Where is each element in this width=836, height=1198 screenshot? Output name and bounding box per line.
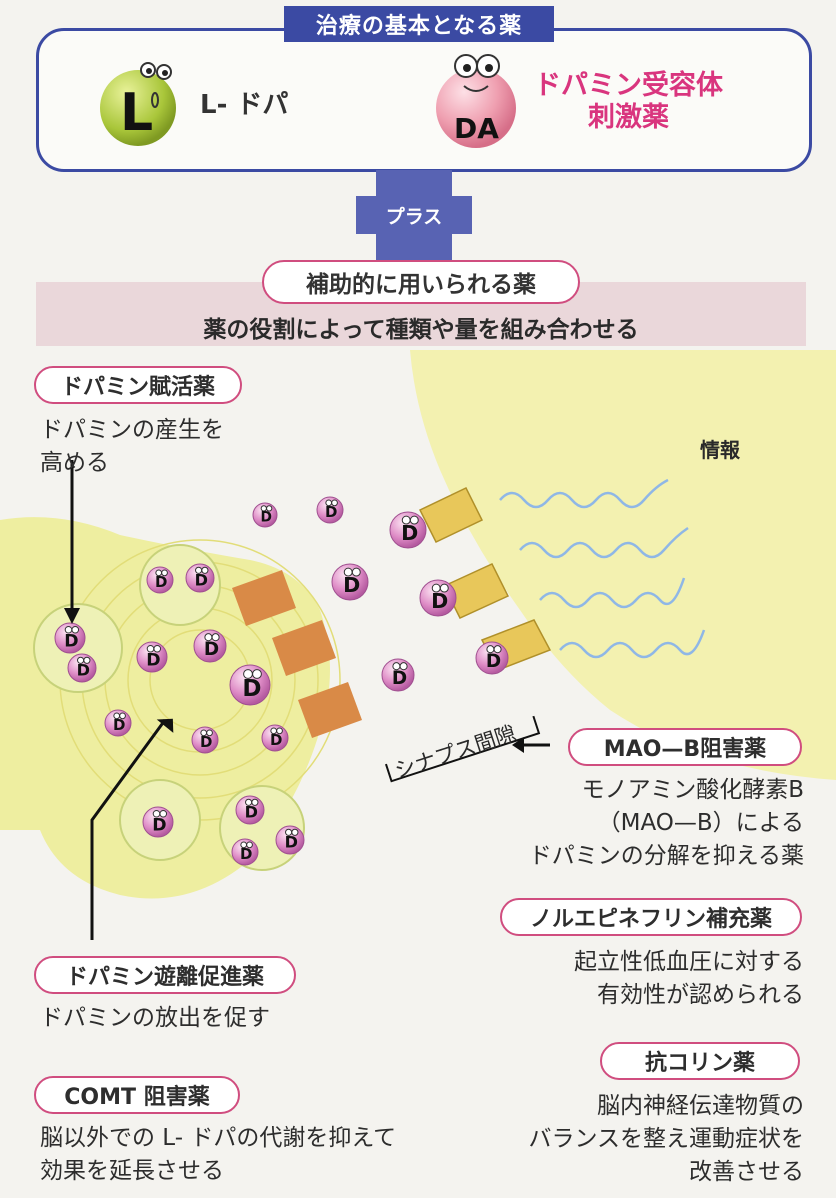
- maob-desc-line2: （MAO—B）による: [597, 810, 804, 836]
- anticholinergic-desc-line2: バランスを整え運動症状を: [528, 1126, 804, 1152]
- basic-treatment-title: 治療の基本となる薬: [284, 6, 554, 42]
- dopamine-letter: D: [195, 571, 208, 590]
- dopamine-letter: D: [77, 661, 90, 680]
- comt-desc-line2: 効果を延長させる: [40, 1158, 224, 1184]
- activator-arrow-icon: [64, 608, 80, 624]
- activator-pill: ドパミン賦活薬: [34, 366, 242, 404]
- maob-desc-line1: モノアミン酸化酵素B: [581, 777, 804, 803]
- dopamine-ball-16: D: [331, 563, 369, 601]
- norepi-desc-line2: 有効性が認められる: [597, 982, 804, 1008]
- norepi-desc: 起立性低血圧に対する 有効性が認められる: [440, 946, 804, 1012]
- dopamine-letter: D: [245, 803, 258, 822]
- dopamine-ball-20: D: [475, 641, 509, 675]
- comt-pill: COMT 阻害薬: [34, 1076, 240, 1114]
- activator-desc: ドパミンの産生を 高める: [40, 414, 224, 480]
- dopamine-ball-15: D: [316, 496, 344, 524]
- dopamine-ball-2: D: [146, 566, 174, 594]
- plus-bar: [356, 196, 472, 234]
- info-waves: [499, 478, 706, 659]
- dopamine-ball-10: D: [142, 806, 174, 838]
- plus-label: プラス: [385, 205, 443, 228]
- activator-desc-line1: ドパミンの産生を: [40, 417, 224, 443]
- releaser-pill: ドパミン遊離促進薬: [34, 956, 296, 994]
- dopamine-ball-13: D: [231, 838, 259, 866]
- info-label: 情報: [700, 438, 740, 462]
- anticholinergic-pill: 抗コリン薬: [600, 1042, 800, 1080]
- dopamine-ball-7: D: [104, 709, 132, 737]
- comt-desc-line1: 脳以外での L- ドパの代謝を抑えて: [40, 1125, 397, 1151]
- ldopa-label: L- ドパ: [200, 90, 289, 120]
- releaser-arrow-icon: [156, 718, 174, 733]
- comt-desc: 脳以外での L- ドパの代謝を抑えて 効果を延長させる: [40, 1122, 396, 1188]
- dopamine-letter: D: [200, 733, 212, 751]
- activator-desc-line2: 高める: [40, 450, 109, 476]
- ldopa-ball-icon: L: [100, 62, 176, 146]
- dopamine-letter: D: [343, 573, 360, 597]
- dopamine-letter: D: [486, 651, 501, 672]
- dopamine-letter: D: [240, 845, 252, 863]
- dopamine-letter: D: [270, 731, 282, 749]
- dopamine-letter: D: [285, 833, 298, 852]
- dopamine-ball-11: D: [235, 795, 265, 825]
- dopamine-letter: D: [152, 815, 166, 835]
- norepi-desc-line1: 起立性低血圧に対する: [574, 949, 804, 975]
- dopamine-agonist-letter: DA: [454, 112, 499, 145]
- dopamine-letter: D: [431, 589, 448, 613]
- dopamine-agonist-label: ドパミン受容体 刺激薬: [534, 70, 723, 134]
- dopamine-ball-9: D: [261, 724, 289, 752]
- dopamine-ball-17: D: [381, 658, 415, 692]
- dopamine-ball-14: D: [252, 502, 278, 528]
- dopamine-ball-19: D: [419, 579, 457, 617]
- maob-desc: モノアミン酸化酵素B （MAO—B）による ドパミンの分解を抑える薬: [440, 774, 804, 873]
- dopamine-letter: D: [146, 650, 160, 670]
- anticholinergic-desc-line3: 改善させる: [689, 1159, 804, 1185]
- dopamine-letter: D: [204, 639, 219, 660]
- dopamine-letter: D: [401, 521, 418, 545]
- releaser-desc: ドパミンの放出を促す: [40, 1005, 270, 1031]
- synapse-cleft-label: [385, 715, 541, 783]
- dopamine-letter: D: [242, 676, 261, 702]
- anticholinergic-desc: 脳内神経伝達物質の バランスを整え運動症状を 改善させる: [440, 1090, 804, 1189]
- dopamine-agonist-ball-icon: DA: [436, 54, 516, 148]
- auxiliary-title: 補助的に用いられる薬: [262, 260, 580, 304]
- dopamine-ball-5: D: [193, 629, 227, 663]
- transporters: [232, 570, 362, 738]
- dopamine-ball-6: D: [229, 664, 271, 706]
- ldopa-letter: L: [120, 83, 153, 143]
- dopamine-ball-1: D: [67, 653, 97, 683]
- dopamine-ball-3: D: [185, 563, 215, 593]
- dopamine-letter: D: [392, 668, 407, 689]
- dopamine-letter: D: [64, 631, 78, 651]
- dopamine-ball-8: D: [191, 726, 219, 754]
- dopamine-letter: D: [260, 510, 271, 526]
- synapse-arrow-icon: [512, 737, 524, 753]
- anticholinergic-desc-line1: 脳内神経伝達物質の: [597, 1093, 804, 1119]
- dopamine-ball-0: D: [54, 622, 86, 654]
- dopamine-letter: D: [325, 503, 337, 521]
- dopamine-ball-18: D: [389, 511, 427, 549]
- auxiliary-subtitle: 薬の役割によって種類や量を組み合わせる: [203, 317, 639, 343]
- dopamine-letter: D: [155, 573, 167, 591]
- norepi-pill: ノルエピネフリン補充薬: [500, 898, 802, 936]
- dopamine-agonist-line2: 刺激薬: [588, 102, 669, 133]
- maob-desc-line3: ドパミンの分解を抑える薬: [528, 843, 804, 869]
- dopamine-agonist-line1: ドパミン受容体: [534, 70, 723, 101]
- dopamine-ball-12: D: [275, 825, 305, 855]
- maob-pill: MAO—B阻害薬: [568, 728, 802, 766]
- dopamine-letter: D: [113, 716, 125, 734]
- postsynaptic-neuron: [410, 350, 836, 780]
- dopamine-ball-4: D: [136, 641, 168, 673]
